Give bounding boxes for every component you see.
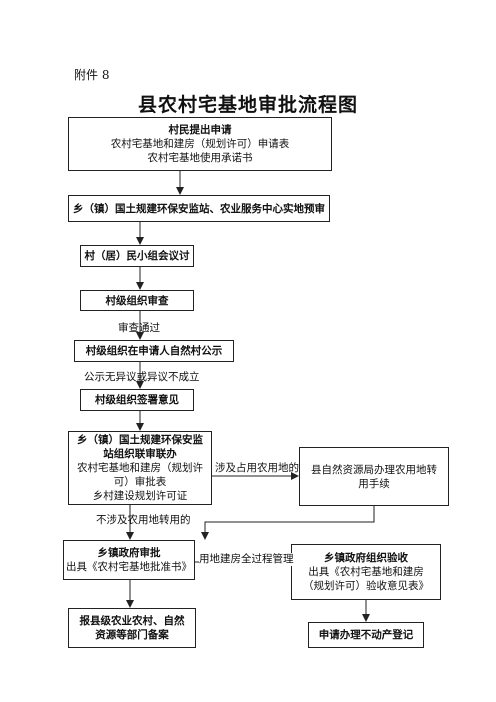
- box-property-registration: 申请办理不动产登记: [308, 622, 424, 648]
- box-township-approval: 乡镇政府审批 出具《农村宅基地批准书》: [63, 540, 195, 580]
- box-village-sign: 村级组织签署意见: [80, 389, 194, 411]
- box-village-publicity-title: 村级组织在申请人自然村公示: [85, 345, 223, 357]
- box-joint-review-title: 乡（镇）国土规建环保安监站组织联审联办: [77, 434, 203, 460]
- box-county-filing-title: 报县级农业农村、自然资源等部门备案: [79, 615, 185, 641]
- box-villager-application-title: 村民提出申请: [168, 124, 232, 136]
- box-county-filing: 报县级农业农村、自然资源等部门备案: [68, 608, 196, 648]
- box-joint-review-line-2: 乡村建设规划许可证: [92, 490, 188, 502]
- page-title: 县农村宅基地审批流程图: [137, 94, 358, 116]
- box-property-registration-title: 申请办理不动产登记: [318, 629, 414, 641]
- box-township-acceptance: 乡镇政府组织验收 出具《农村宅基地和建房（规划许可）验收意见表》: [291, 544, 441, 600]
- box-township-precheck-title: 乡（镇）国土规建环保安监站、农业服务中心实地预审: [73, 202, 325, 215]
- box-township-acceptance-line-1: 出具《农村宅基地和建房（规划许可）验收意见表》: [303, 566, 429, 592]
- box-township-acceptance-title: 乡镇政府组织验收: [324, 552, 408, 564]
- label-full-process: 用地建房全过程管理: [199, 553, 294, 566]
- box-village-publicity: 村级组织在申请人自然村公示: [74, 340, 234, 362]
- label-farmland-not-involved: 不涉及农用地转用的: [96, 514, 191, 526]
- box-township-approval-line-1: 出具《农村宅基地批准书》: [66, 561, 192, 573]
- box-township-precheck: 乡（镇）国土规建环保安监站、农业服务中心实地预审: [68, 195, 330, 222]
- box-county-resource-bureau: 县自然资源局办理农用地转用手续: [299, 447, 449, 506]
- box-village-sign-title: 村级组织签署意见: [95, 394, 179, 406]
- box-township-approval-title: 乡镇政府审批: [97, 547, 161, 559]
- label-review-passed: 审查通过: [118, 322, 160, 334]
- box-villager-application: 村民提出申请 农村宅基地和建房（规划许可）申请表 农村宅基地使用承诺书: [68, 117, 332, 171]
- label-farmland-involved: 涉及占用农用地的: [215, 462, 299, 474]
- connector-county-approve: [201, 506, 375, 540]
- box-joint-review-line-1: 农村宅基地和建房（规划许可）审批表: [77, 462, 203, 488]
- box-village-review-title: 村级组织审查: [105, 294, 169, 307]
- box-county-resource-bureau-line-1: 县自然资源局办理农用地转用手续: [311, 463, 437, 490]
- box-villager-application-line-1: 农村宅基地和建房（规划许可）申请表: [110, 138, 290, 150]
- label-publicity-ok: 公示无异议或异议不成立: [84, 371, 200, 383]
- attachment-label: 附件 8: [74, 68, 110, 82]
- box-villager-application-line-2: 农村宅基地使用承诺书: [147, 152, 253, 164]
- box-village-review: 村级组织审查: [80, 290, 194, 311]
- box-joint-review: 乡（镇）国土规建环保安监站组织联审联办 农村宅基地和建房（规划许可）审批表 乡村…: [68, 431, 212, 505]
- box-village-discussion: 村（居）民小组会议讨: [80, 245, 194, 267]
- box-village-discussion-title: 村（居）民小组会议讨: [84, 250, 190, 262]
